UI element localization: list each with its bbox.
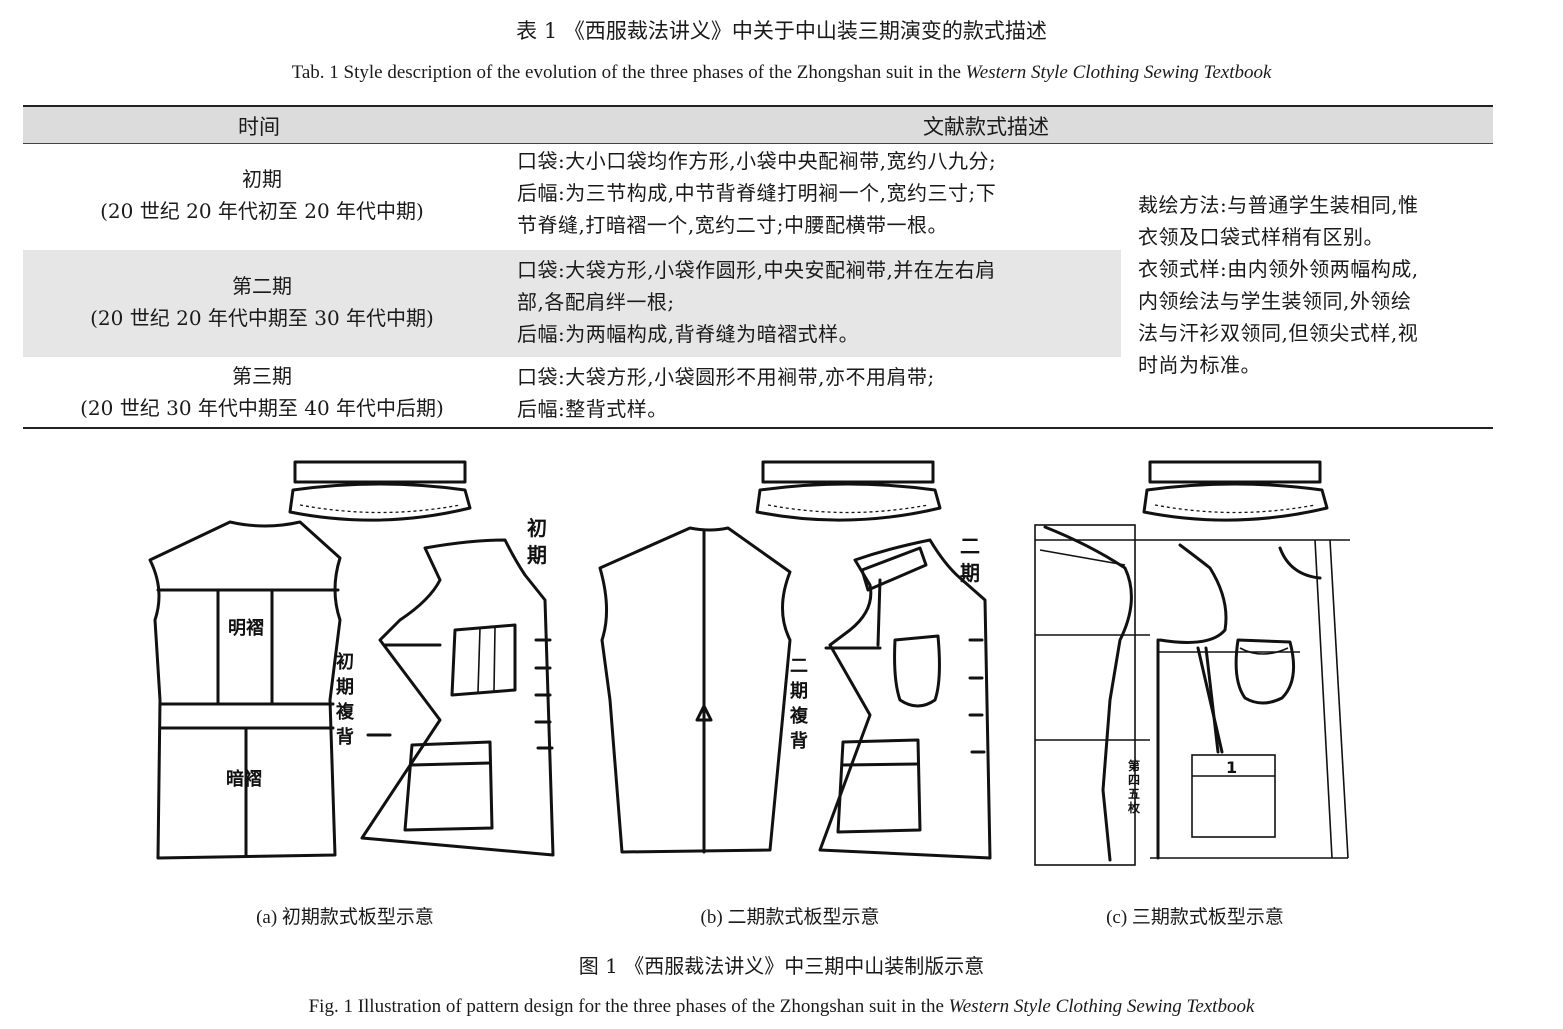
side-note-line: 内领绘法与学生装领同,外领绘 [1138,289,1412,313]
row-3-desc-line: 后幅:整背式样。 [517,397,668,421]
label-c-side-char: 枚 [1128,800,1141,815]
label-a-upper: 明褶 [228,617,264,639]
label-c-side-char: 五 [1128,787,1140,801]
label-a-back-vertical: 初 期 複 背 [335,651,355,748]
label-a-front-char: 初 [527,516,547,540]
header-time: 时间 [238,115,280,139]
row-3-period: (20 世纪 30 年代中期至 40 年代中后期) [80,396,444,420]
label-a-lower: 暗褶 [226,768,262,790]
table-caption-en-text: Tab. 1 Style description of the evolutio… [291,62,961,83]
table-caption-en: Tab. 1 Style description of the evolutio… [0,62,1563,84]
label-c-side-char: 第 [1128,758,1140,773]
label-c-side-vertical: 第 四 五 枚 [1128,758,1141,815]
side-note-line: 时尚为标准。 [1138,353,1261,377]
label-c-pocket-number: 1 [1226,758,1237,777]
table-header-row: 时间 文献款式描述 [23,107,1493,143]
table-caption-cn: 表 1 《西服裁法讲义》中关于中山装三期演变的款式描述 [516,19,1047,43]
row-2-desc-line: 口袋:大袋方形,小袋作圆形,中央安配裥带,并在左右肩 [517,258,996,282]
subcaption-a: (a) 初期款式板型示意 [256,907,434,928]
label-a-back-char: 背 [336,726,354,748]
label-b-front-char: 二 [960,534,980,558]
row-1-time: 初期 (20 世纪 20 年代初至 20 年代中期) [23,163,501,227]
row-1-desc-line: 后幅:为三节构成,中节背脊缝打明裥一个,宽约三寸;下 [517,181,997,205]
table-top-rule [23,105,1493,107]
figure-caption-cn: 图 1 《西服裁法讲义》中三期中山装制版示意 [578,954,985,978]
row-2-period: (20 世纪 20 年代中期至 30 年代中期) [90,306,434,330]
label-b-front-vertical: 二 期 [960,534,980,585]
draft-panel-c [1034,524,1350,866]
label-b-back-char: 期 [790,681,808,702]
row-2-shading [23,250,1121,357]
label-a-back-char: 初 [336,651,354,673]
figure-caption-en-text: Fig. 1 Illustration of pattern design fo… [308,996,944,1017]
back-panel-a [148,520,342,860]
label-a-front-vertical: 初 期 [527,516,547,567]
side-note-line: 裁绘方法:与普通学生装相同,惟 [1138,193,1419,217]
label-b-front-char: 期 [960,561,980,585]
subcaption-b: (b) 二期款式板型示意 [700,907,880,928]
collar-drawing-a [288,460,472,522]
row-3-time: 第三期 (20 世纪 30 年代中期至 40 年代中后期) [23,360,501,424]
label-b-back-vertical: 二 期 複 背 [789,656,809,752]
header-description: 文献款式描述 [923,115,1049,139]
label-b-back-char: 複 [789,705,809,727]
row-3-description: 口袋:大袋方形,小袋圆形不用裥带,亦不用肩带; 后幅:整背式样。 [517,361,1117,425]
label-a-front-char: 期 [527,543,547,567]
side-note: 裁绘方法:与普通学生装相同,惟 衣领及口袋式样稍有区别。 衣领式样:由内领外领两… [1138,189,1483,381]
row-2-desc-line: 后幅:为两幅构成,背脊缝为暗褶式样。 [517,322,860,346]
table-caption-en-italic: Western Style Clothing Sewing Textbook [965,62,1272,83]
figure-caption-en-italic: Western Style Clothing Sewing Textbook [948,996,1255,1017]
row-2-time: 第二期 (20 世纪 20 年代中期至 30 年代中期) [23,270,501,334]
row-3-desc-line: 口袋:大袋方形,小袋圆形不用裥带,亦不用肩带; [517,365,935,389]
row-1-period: (20 世纪 20 年代初至 20 年代中期) [100,199,424,223]
label-a-back-char: 複 [335,701,355,723]
side-note-line: 衣领及口袋式样稍有区别。 [1138,225,1384,249]
row-2-phase: 第二期 [232,274,292,298]
row-3-phase: 第三期 [232,364,292,388]
label-a-back-char: 期 [336,677,354,698]
side-note-line: 法与汗衫双领同,但领尖式样,视 [1138,321,1419,345]
front-panel-a [360,538,555,857]
label-c-side-char: 四 [1128,773,1140,787]
collar-drawing-b [755,460,942,522]
label-b-back-char: 背 [790,730,808,752]
back-panel-b [598,526,792,854]
front-panel-b [818,538,992,860]
collar-drawing-c [1142,460,1329,522]
row-2-description: 口袋:大袋方形,小袋作圆形,中央安配裥带,并在左右肩 部,各配肩绊一根; 后幅:… [517,254,1117,350]
label-b-back-char: 二 [790,656,808,677]
subcaption-c: (c) 三期款式板型示意 [1106,907,1284,928]
side-note-line: 衣领式样:由内领外领两幅构成, [1138,257,1419,281]
row-1-desc-line: 口袋:大小口袋均作方形,小袋中央配裥带,宽约八九分; [517,149,997,173]
figure-caption-en: Fig. 1 Illustration of pattern design fo… [0,996,1563,1018]
row-1-description: 口袋:大小口袋均作方形,小袋中央配裥带,宽约八九分; 后幅:为三节构成,中节背脊… [517,145,1117,241]
row-1-desc-line: 节脊缝,打暗褶一个,宽约二寸;中腰配横带一根。 [517,213,948,237]
row-2-desc-line: 部,各配肩绊一根; [517,290,675,314]
pattern-figure: 明褶 暗褶 初 期 複 背 初 期 [148,460,1350,866]
row-1-phase: 初期 [242,167,282,191]
table-header-rule [23,143,1493,144]
table-bottom-rule [23,427,1493,429]
